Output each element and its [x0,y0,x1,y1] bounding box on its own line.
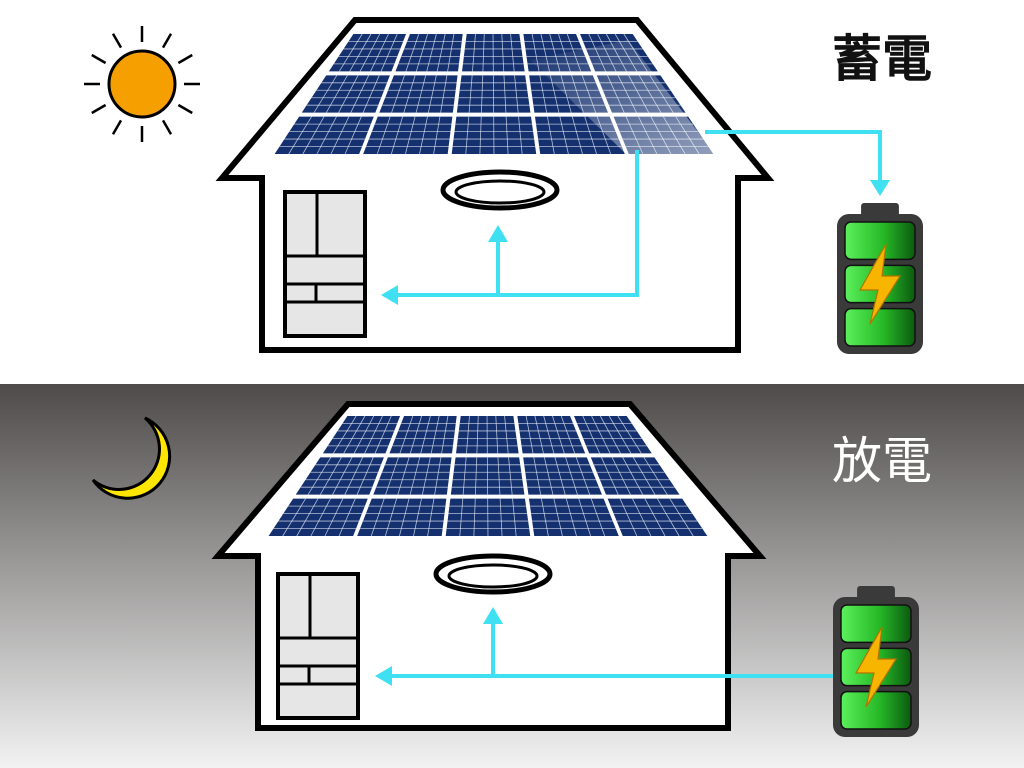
sun-ray [177,103,193,115]
discharge-label: 放電 [832,432,932,490]
ceiling-light [440,169,560,211]
solar-panel [607,498,708,537]
sun-ray [177,53,193,65]
panel-glare [530,40,718,158]
lightning-bolt-icon [854,626,898,708]
house-day [215,17,890,353]
sun-icon [84,26,200,142]
solar-panel [328,33,407,72]
sun-ray [111,119,123,135]
solar-panel [462,33,525,72]
solar-panel [373,457,452,495]
solar-panel [528,498,619,537]
solar-panel [456,75,531,113]
solar-panel [363,116,453,155]
solar-panel [268,498,368,537]
solar-panel [451,116,537,155]
solar-panel [517,415,586,454]
solar-panel [389,415,457,454]
day-panel [84,17,923,354]
solar-panel [322,415,401,454]
solar-panel [379,75,458,113]
sun-ray [111,33,123,49]
solar-panel [357,498,447,537]
moon-icon [91,416,172,500]
refrigerator [276,572,360,720]
lightning-bolt-icon [858,243,902,325]
house-night [211,401,836,731]
charge-label: 蓄電 [832,30,932,88]
solar-panel [590,457,680,495]
solar-panel [274,116,374,155]
solar-panel [395,33,463,72]
refrigerator [283,190,367,338]
battery-cell [844,307,916,347]
power-flow-arrows [381,130,890,305]
battery-cell [840,690,912,730]
solar-panel [450,457,525,495]
night-panel [0,384,1024,768]
sun-ray [91,103,107,115]
power-flow-arrows [375,607,836,686]
ceiling-light [433,553,553,595]
battery-terminal [857,586,895,600]
solar-panel [523,457,602,495]
battery-terminal [861,203,899,217]
solar-panel [456,415,519,454]
solar-panel [295,457,384,495]
solar-panel-array [268,415,708,537]
sun-ray [161,119,173,135]
solar-panel [301,75,390,113]
solar-panel [574,415,652,454]
sun-ray [91,53,107,65]
sun-disc [107,49,177,119]
sun-ray [161,33,173,49]
battery-charging [837,203,923,354]
battery-discharging [833,586,919,737]
solar-panel [445,498,531,537]
